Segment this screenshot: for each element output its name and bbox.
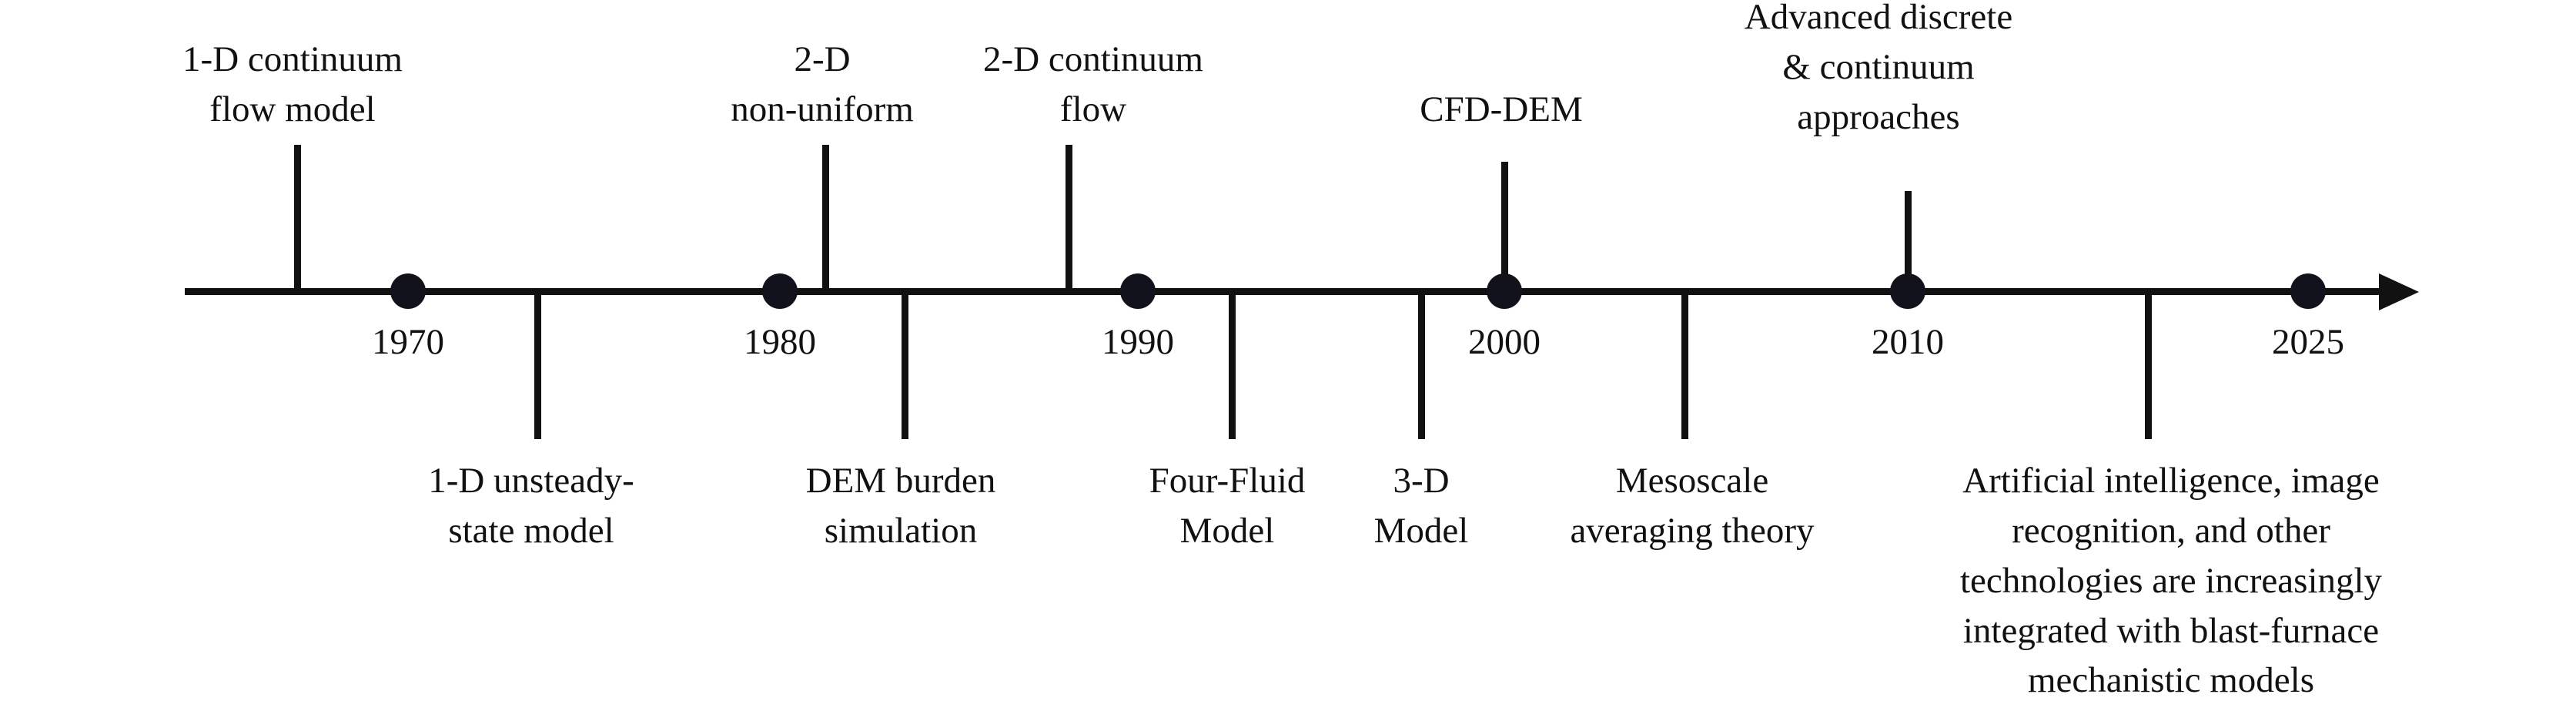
event-label-1d-unsteady-state-model: 1-D unsteady- state model [428,461,634,551]
tick-down-1d-unsteady [534,293,541,439]
milestone-dot-2000[interactable] [1487,273,1522,309]
milestone-dot-1970[interactable] [390,273,426,309]
tick-down-ai-technologies [2145,293,2152,439]
event-label-3d-model: 3-D Model [1373,461,1469,551]
year-label-2025: 2025 [2272,322,2344,362]
tick-up-advanced-discrete [1905,191,1912,291]
milestone-dot-2010[interactable] [1890,273,1925,309]
year-label-1970: 1970 [372,322,444,362]
event-label-2d-continuum-flow: 2-D continuum flow [983,39,1203,129]
timeline-axis-line [185,288,2387,295]
event-label-mesoscale-averaging-theory: Mesoscale averaging theory [1570,461,1815,551]
milestone-dot-1990[interactable] [1120,273,1156,309]
milestone-dot-1980[interactable] [762,273,798,309]
event-label-advanced-discrete-continuum-approaches: Advanced discrete & continuum approaches [1744,0,2013,137]
tick-down-dem-burden [902,293,908,439]
event-label-1d-continuum-flow-model: 1-D continuum flow model [182,39,403,129]
event-label-dem-burden-simulation: DEM burden simulation [805,461,996,551]
tick-up-1d-continuum [294,145,301,291]
year-label-2000: 2000 [1468,322,1541,362]
tick-down-mesoscale [1681,293,1688,439]
event-label-four-fluid-model: Four-Fluid Model [1149,461,1306,551]
tick-up-2d-nonuniform [822,145,829,291]
milestone-dot-2025[interactable] [2290,273,2326,309]
year-label-2010: 2010 [1872,322,1944,362]
tick-up-cfd-dem [1501,162,1508,291]
year-label-1980: 1980 [744,322,816,362]
event-label-cfd-dem: CFD-DEM [1420,89,1583,129]
year-label-1990: 1990 [1102,322,1174,362]
timeline-axis-arrowhead [2379,273,2419,310]
tick-up-2d-continuum-flow [1066,145,1072,291]
tick-down-3d-model [1418,293,1425,439]
tick-down-four-fluid [1229,293,1236,439]
event-label-ai-image-recognition-integration: Artificial intelligence, image recogniti… [1959,461,2383,701]
event-label-2d-non-uniform: 2-D non-uniform [731,39,914,129]
